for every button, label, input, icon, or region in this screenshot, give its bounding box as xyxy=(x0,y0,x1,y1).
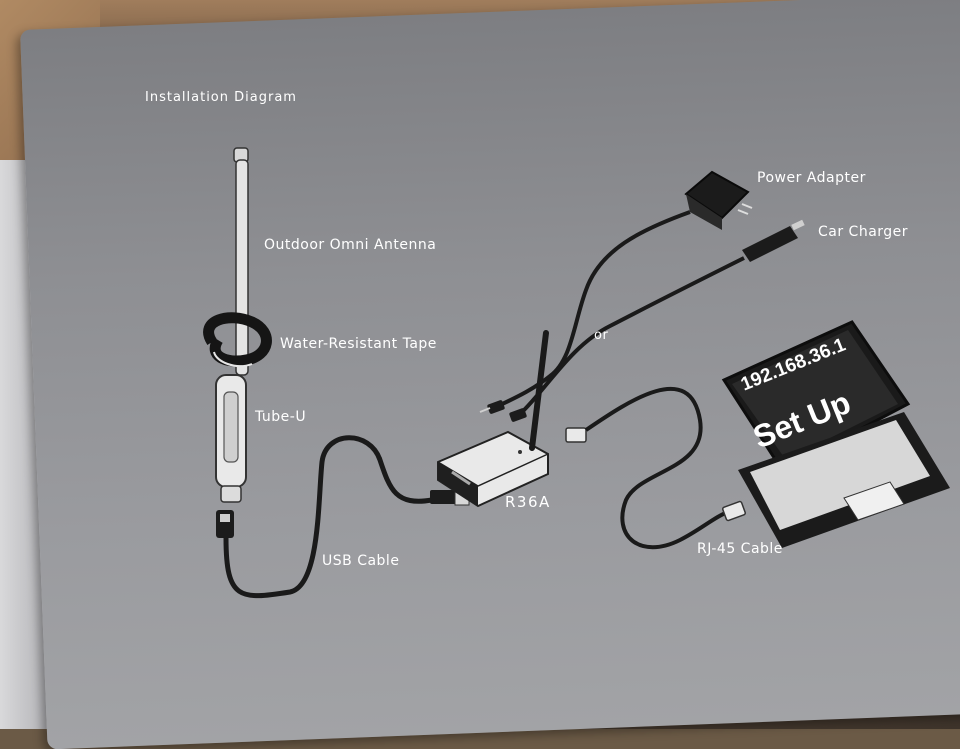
rj45-cable-label: RJ-45 Cable xyxy=(697,541,783,557)
tape-label: Water-Resistant Tape xyxy=(280,336,437,352)
omni-antenna-icon xyxy=(233,147,249,376)
rj45-plug-laptop-icon xyxy=(722,500,746,522)
power-adapter-label: Power Adapter xyxy=(757,170,866,186)
power-adapter-icon xyxy=(684,170,753,230)
car-charger-label: Car Charger xyxy=(818,224,909,240)
power-adapter-cable xyxy=(493,210,691,410)
r36a-router-icon xyxy=(437,430,549,508)
usb-connector-icon xyxy=(216,510,234,538)
tube-u-icon xyxy=(215,374,247,503)
device-label: R36A xyxy=(505,493,551,511)
tube-label: Tube-U xyxy=(255,409,307,425)
installation-illustration xyxy=(203,147,950,599)
rj45-cable xyxy=(584,386,729,550)
rj45-plug-icon xyxy=(565,427,587,443)
car-charger-icon xyxy=(742,219,805,262)
or-label: or xyxy=(594,328,609,343)
tape-roll-icon xyxy=(203,312,272,368)
laptop-icon xyxy=(721,320,950,548)
usb-cable-label: USB Cable xyxy=(322,553,400,569)
antenna-label: Outdoor Omni Antenna xyxy=(264,237,437,253)
dc-plug-icon xyxy=(479,400,505,414)
dc-plug-2-icon xyxy=(509,408,527,422)
diagram-title: Installation Diagram xyxy=(145,90,297,105)
car-charger-cable xyxy=(518,256,745,416)
usb-cable xyxy=(223,435,433,599)
